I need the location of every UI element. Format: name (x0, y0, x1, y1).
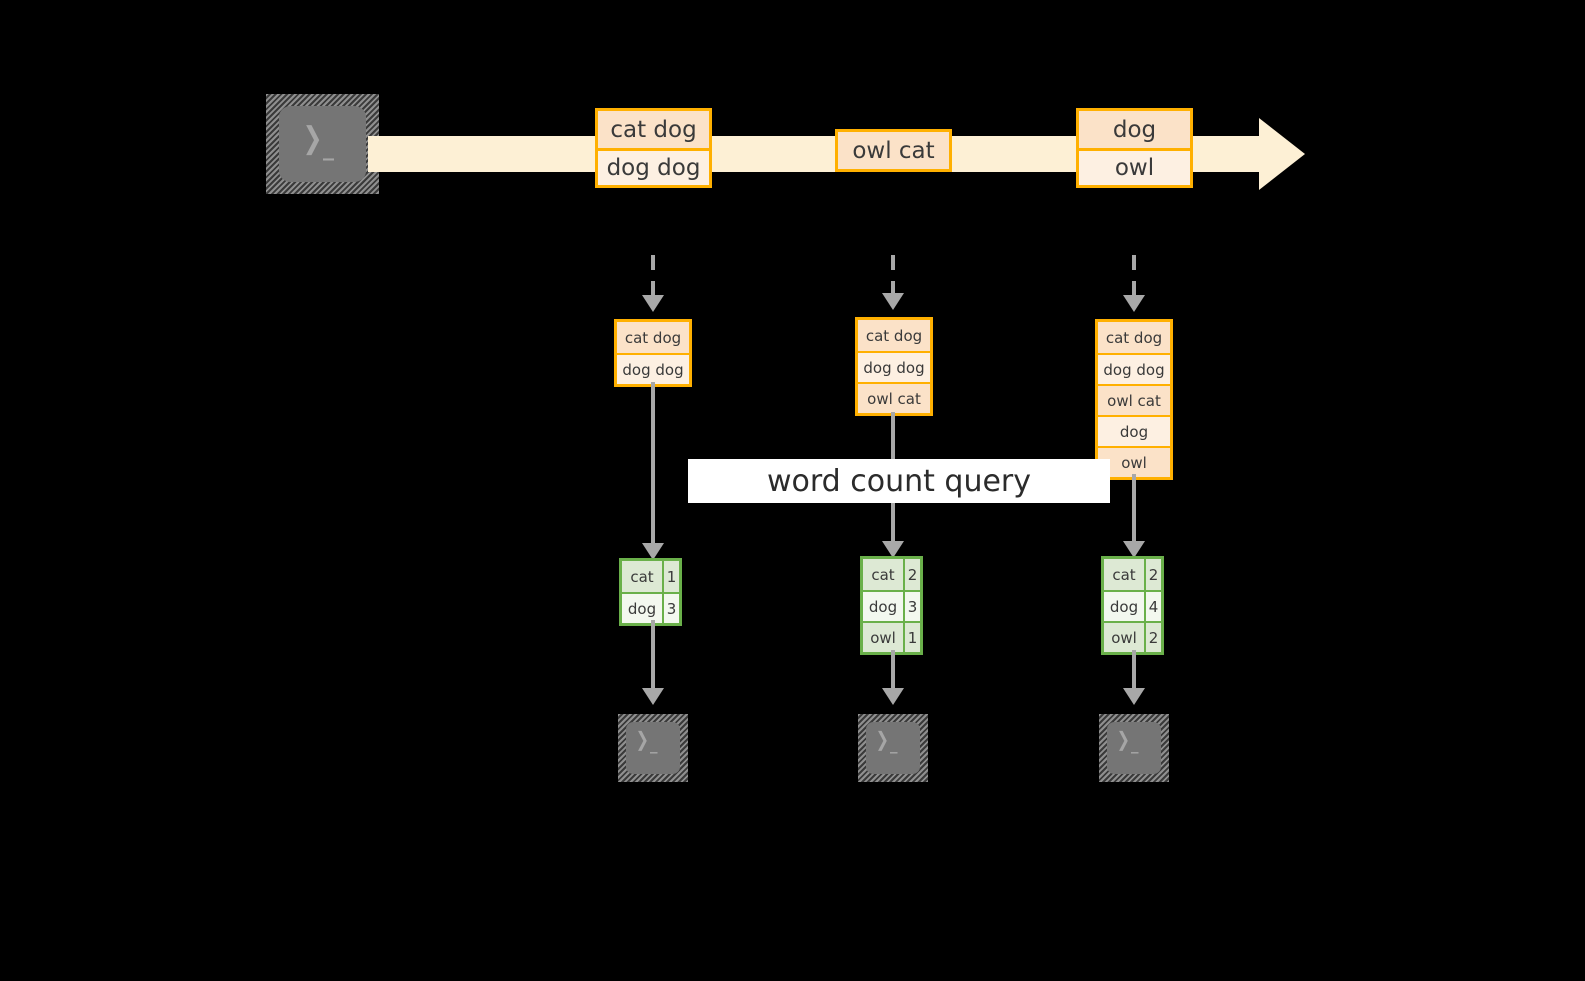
stream-message: owl cat (835, 129, 952, 172)
result-word: dog (627, 599, 657, 618)
terminal-prompt-chevron: ❯ (302, 121, 323, 156)
result-row: cat 2 (1104, 559, 1161, 590)
stream-to-state-connector (891, 255, 895, 297)
result-count: 3 (662, 594, 679, 623)
stream-message-line: cat dog (598, 111, 709, 148)
result-to-sink-arrowhead (1123, 688, 1145, 705)
state-row: cat dog (1098, 322, 1170, 353)
result-table: cat 2 dog 3 owl 1 (860, 556, 923, 655)
result-count: 2 (1144, 623, 1161, 652)
stream-message-line: dog (1079, 111, 1190, 148)
terminal-prompt-cursor: _ (1131, 736, 1139, 754)
stream-message: cat dog dog dog (595, 108, 712, 188)
stream-to-state-connector (1132, 255, 1136, 297)
result-word: dog (868, 597, 898, 616)
stream-arrow-head (1259, 118, 1305, 190)
state-table: cat dog dog dog owl cat (855, 317, 933, 416)
result-to-sink-arrowhead (882, 688, 904, 705)
state-row: owl cat (1098, 384, 1170, 415)
result-word: owl (863, 623, 903, 652)
terminal-prompt-chevron: ❯ (875, 727, 890, 751)
stream-message-line: owl cat (838, 132, 949, 169)
terminal-prompt-cursor: _ (323, 136, 334, 161)
sink-terminal-icon: ❯ _ (1099, 714, 1169, 782)
sink-terminal-icon: ❯ _ (858, 714, 928, 782)
stream-message-line: owl (1079, 148, 1190, 185)
state-row: dog dog (858, 351, 930, 382)
result-row: cat 1 (622, 561, 679, 592)
result-table: cat 2 dog 4 owl 2 (1101, 556, 1164, 655)
stream-message-line: dog dog (598, 148, 709, 185)
result-to-sink-connector (651, 620, 655, 690)
stream-to-state-connector (651, 255, 655, 297)
terminal-prompt-cursor: _ (650, 736, 658, 754)
result-row: cat 2 (863, 559, 920, 590)
state-table: cat dog dog dog (614, 319, 692, 387)
result-row: dog 4 (1104, 590, 1161, 621)
result-table: cat 1 dog 3 (619, 558, 682, 626)
terminal-face (279, 106, 366, 182)
state-to-result-arrowhead (642, 543, 664, 560)
state-row: owl (1098, 446, 1170, 477)
result-count: 2 (903, 559, 920, 590)
terminal-prompt-chevron: ❯ (635, 727, 650, 751)
state-row: cat dog (858, 320, 930, 351)
result-count: 1 (662, 561, 679, 592)
state-row: owl cat (858, 382, 930, 413)
stream-message: dog owl (1076, 108, 1193, 188)
source-terminal-icon: ❯ _ (266, 94, 379, 194)
result-count: 3 (903, 592, 920, 621)
state-row: cat dog (617, 322, 689, 353)
result-count: 2 (1144, 559, 1161, 590)
terminal-face (1107, 722, 1161, 774)
result-row: dog 3 (863, 590, 920, 621)
result-count: 4 (1144, 592, 1161, 621)
state-to-result-connector (651, 382, 655, 550)
state-to-result-connector (1132, 474, 1136, 550)
query-label: word count query (766, 463, 1032, 499)
result-row: owl 1 (863, 621, 920, 652)
sink-terminal-icon: ❯ _ (618, 714, 688, 782)
state-to-result-arrowhead (1123, 541, 1145, 558)
result-word: owl (1104, 623, 1144, 652)
result-row: owl 2 (1104, 621, 1161, 652)
stream-to-state-arrowhead (642, 295, 664, 312)
result-count: 1 (903, 623, 920, 652)
result-word: dog (1109, 597, 1139, 616)
result-word: cat (863, 559, 903, 590)
state-table: cat dog dog dog owl cat dog owl (1095, 319, 1173, 480)
query-band: word count query (688, 459, 1110, 503)
terminal-prompt-chevron: ❯ (1116, 727, 1131, 751)
result-row: dog 3 (622, 592, 679, 623)
terminal-face (866, 722, 920, 774)
result-to-sink-arrowhead (642, 688, 664, 705)
state-row: dog dog (1098, 353, 1170, 384)
result-word: cat (1104, 559, 1144, 590)
stream-to-state-arrowhead (1123, 295, 1145, 312)
state-row: dog (1098, 415, 1170, 446)
state-row: dog dog (617, 353, 689, 384)
result-word: cat (622, 561, 662, 592)
terminal-prompt-cursor: _ (890, 736, 898, 754)
terminal-face (626, 722, 680, 774)
result-to-sink-connector (1132, 650, 1136, 690)
result-to-sink-connector (891, 650, 895, 690)
stream-to-state-arrowhead (882, 293, 904, 310)
state-to-result-arrowhead (882, 541, 904, 558)
